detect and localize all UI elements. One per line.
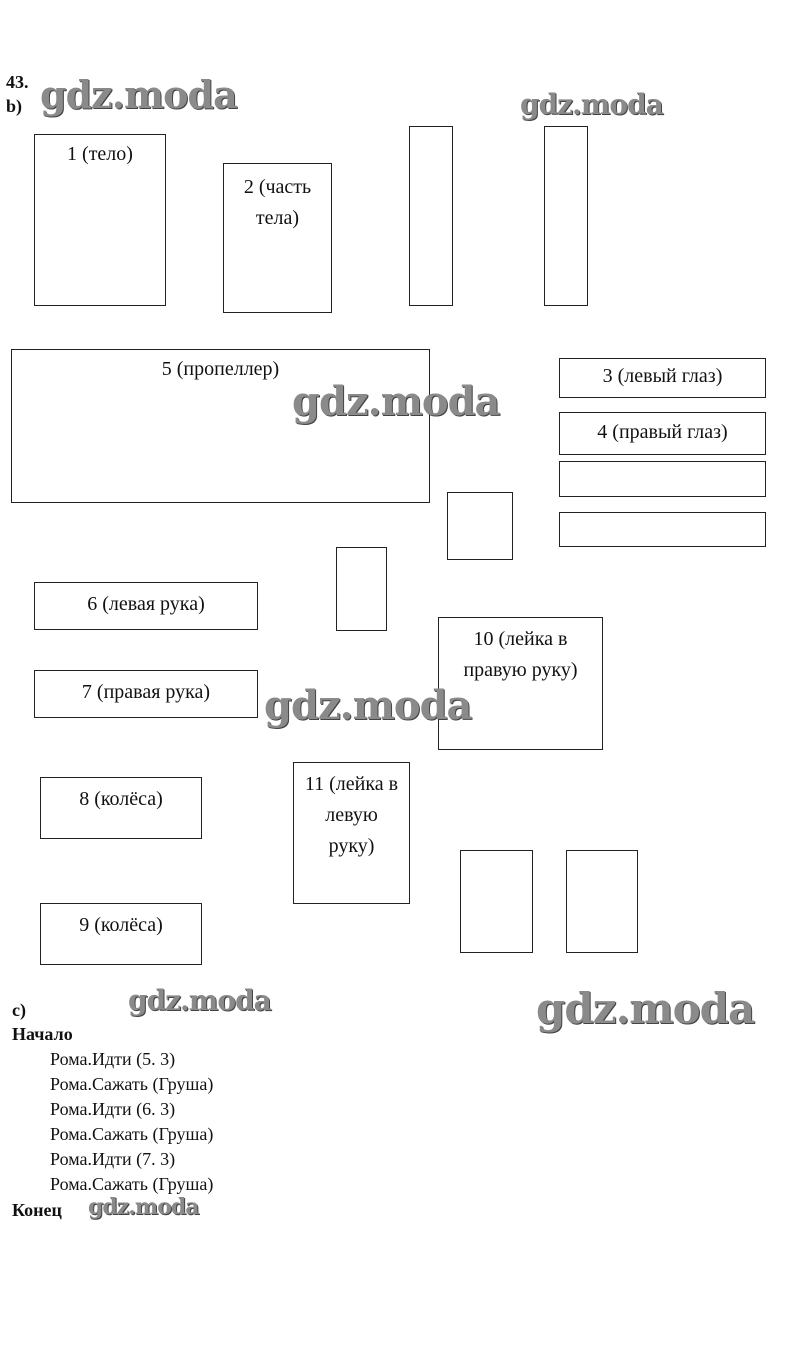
box-empty [460, 850, 533, 953]
box-watering-can-left: 11 (лейка в левую руку) [293, 762, 410, 904]
box-wheels: 8 (колёса) [40, 777, 202, 839]
part-b-label: b) [6, 96, 23, 116]
program-line: Рома.Сажать (Груша) [50, 1174, 214, 1194]
box-left-eye: 3 (левый глаз) [559, 358, 766, 398]
program-line: Рома.Сажать (Груша) [50, 1074, 214, 1094]
program-body: Рома.Идти (5. 3) Рома.Сажать (Груша) Ром… [50, 1047, 213, 1197]
box-watering-can-right: 10 (лейка в правую руку) [438, 617, 603, 750]
watermark: gdz.moda [128, 984, 272, 1017]
task-number: 43. [6, 72, 29, 92]
program-line: Рома.Идти (6. 3) [50, 1099, 176, 1119]
box-propeller: 5 (пропеллер) [11, 349, 430, 503]
box-empty [336, 547, 387, 631]
program-line: Рома.Сажать (Груша) [50, 1124, 214, 1144]
box-right-arm: 7 (правая рука) [34, 670, 258, 718]
box-empty [447, 492, 513, 560]
watermark: gdz.moda [40, 72, 238, 117]
box-empty [409, 126, 453, 306]
watermark: gdz.moda [264, 682, 472, 729]
box-body: 1 (тело) [34, 134, 166, 306]
watermark: gdz.moda [88, 1194, 200, 1220]
watermark: gdz.moda [520, 88, 664, 121]
box-left-arm: 6 (левая рука) [34, 582, 258, 630]
program-end: Конец [12, 1200, 62, 1220]
watermark: gdz.moda [536, 984, 755, 1033]
program-begin: Начало [12, 1024, 73, 1044]
box-wheels: 9 (колёса) [40, 903, 202, 965]
part-c-label: c) [12, 1000, 26, 1020]
box-body-part: 2 (часть тела) [223, 163, 332, 313]
box-empty [559, 512, 766, 547]
box-empty [544, 126, 588, 306]
program-line: Рома.Идти (7. 3) [50, 1149, 176, 1169]
box-right-eye: 4 (правый глаз) [559, 412, 766, 455]
program-line: Рома.Идти (5. 3) [50, 1049, 176, 1069]
box-empty [559, 461, 766, 497]
box-empty [566, 850, 638, 953]
watermark: gdz.moda [292, 378, 500, 425]
